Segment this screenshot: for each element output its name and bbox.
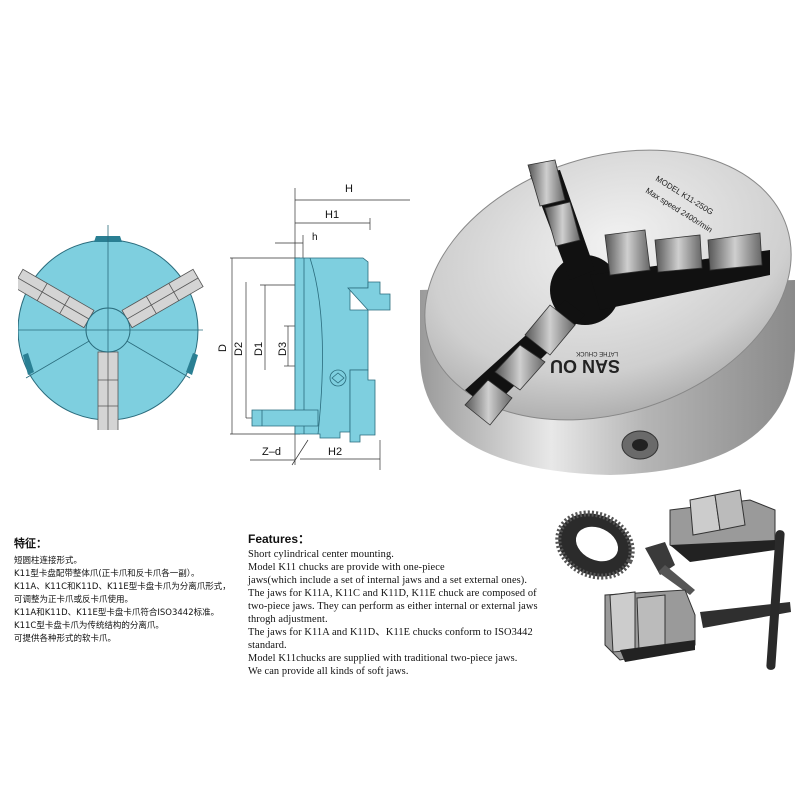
- svg-text:h: h: [312, 232, 318, 243]
- cn-feature-line: 可提供各种形式的软卡爪。: [14, 634, 117, 644]
- en-feature-line: The jaws for K11A and K11D、K11E chucks c…: [248, 627, 533, 638]
- front-view-drawing: [18, 225, 204, 430]
- en-feature-line: two-piece jaws. They can perform as eith…: [248, 601, 538, 612]
- svg-text:D2: D2: [233, 342, 245, 356]
- svg-text:H1: H1: [325, 209, 339, 221]
- svg-text:D: D: [217, 344, 229, 352]
- chuck-section: [251, 257, 391, 443]
- svg-text:H2: H2: [328, 446, 342, 458]
- cn-feature-line: K11A、K11C和K11D、K11E型卡盘卡爪为分离爪形式，: [14, 582, 231, 592]
- en-feature-line: The jaws for K11A, K11C and K11D, K11E c…: [248, 588, 537, 599]
- en-feature-line: jaws(which include a set of internal jaw…: [248, 575, 528, 586]
- svg-text:Z–d: Z–d: [262, 446, 281, 458]
- svg-text:D3: D3: [277, 342, 289, 356]
- brand-subtitle: LATHE CHUCK: [576, 350, 618, 356]
- cn-feature-line: K11型卡盘配带整体爪(正卡爪和反卡爪各一副）。: [14, 569, 200, 579]
- chuck-product-photo: MODEL K11-250G Max speed 2400r/min SAN O…: [420, 149, 795, 475]
- brand-logo: SAN OU: [550, 356, 620, 376]
- cn-feature-line: 短圆柱连接形式。: [14, 556, 83, 566]
- en-feature-line: standard.: [248, 640, 287, 651]
- cn-feature-line: K11A和K11D、K11E型卡盘卡爪符合ISO3442标准。: [14, 608, 220, 618]
- en-feature-line: throgh adjustment.: [248, 614, 328, 625]
- dimension-labels: H H1 h D D2 D1 D3 Z–d H2: [217, 183, 353, 458]
- en-feature-line: We can provide all kinds of soft jaws.: [248, 666, 409, 677]
- svg-text:D1: D1: [253, 342, 265, 356]
- bevel-gear-image: [555, 510, 635, 580]
- jaw-set-bottom-image: [604, 589, 696, 662]
- features-english: Features： Short cylindrical center mount…: [248, 530, 578, 678]
- accessories-photo: [555, 489, 791, 670]
- jaws: [18, 268, 204, 430]
- features-english-title: Features：: [248, 532, 311, 546]
- en-feature-line: Model K11chucks are supplied with tradit…: [248, 653, 518, 664]
- jaws: [464, 159, 763, 426]
- en-feature-line: Model K11 chucks are provide with one-pi…: [248, 562, 445, 573]
- cn-feature-line: K11C型卡盘卡爪为传统结构的分离爪。: [14, 621, 164, 631]
- svg-text:H: H: [345, 183, 353, 195]
- jaw-set-top-image: [669, 489, 776, 562]
- pinion-socket: [621, 430, 659, 460]
- en-feature-line: Short cylindrical center mounting.: [248, 549, 394, 560]
- pinion-image: [645, 542, 695, 595]
- chuck-key-image: [700, 530, 791, 670]
- side-view-drawing: H H1 h D D2 D1 D3 Z–d H2: [217, 183, 410, 470]
- features-chinese-title: 特征：: [14, 537, 47, 550]
- features-chinese: 特征： 短圆柱连接形式。 K11型卡盘配带整体爪(正卡爪和反卡爪各一副）。 K1…: [14, 535, 244, 646]
- cn-feature-line: 可调整为正卡爪或反卡爪使用。: [14, 595, 134, 605]
